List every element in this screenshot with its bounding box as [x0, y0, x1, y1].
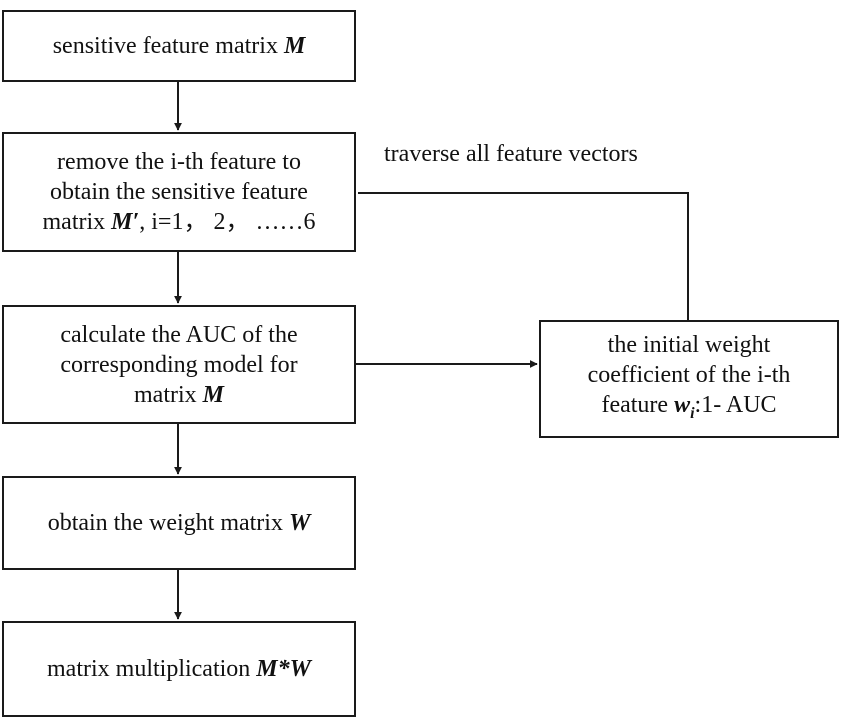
node-line-2: obtain the sensitive feature [50, 179, 308, 205]
node-line-3-suffix: :1- AUC [694, 391, 777, 418]
node-line-2: corresponding model for [60, 351, 298, 378]
node-text: sensitive feature matrix [52, 33, 284, 59]
node-variable: W [288, 510, 311, 536]
node-variable: w [674, 391, 691, 418]
node-variable: M [202, 381, 224, 408]
matrix-multiplication-box: matrix multiplication M*W [2, 621, 356, 717]
node-line-1: the initial weight [607, 331, 771, 358]
initial-weight-box: the initial weight coefficient of the i-… [539, 320, 839, 438]
weight-matrix-box: obtain the weight matrix W [2, 476, 356, 570]
node-line-1: calculate the AUC of the [60, 321, 298, 348]
node-line-3-suffix: , i=1， 2， ……6 [139, 209, 316, 235]
node-variable: M′ [111, 209, 140, 235]
loop-line-initial-weight-to-remove [358, 192, 689, 320]
node-variable: M [283, 33, 306, 59]
sensitive-feature-matrix-box: sensitive feature matrix M [2, 10, 356, 82]
node-line-1: remove the i-th feature to [57, 149, 301, 175]
node-line-2: coefficient of the i-th [587, 361, 791, 388]
node-text: obtain the weight matrix [47, 510, 289, 536]
node-line-3-prefix: matrix [134, 381, 203, 408]
loop-label: traverse all feature vectors [384, 141, 638, 167]
remove-feature-box: remove the i-th feature to obtain the se… [2, 132, 356, 252]
node-variable: M*W [256, 656, 311, 682]
node-line-3-prefix: feature [601, 391, 675, 418]
node-variable-subscript: i [690, 404, 695, 422]
calculate-auc-box: calculate the AUC of the corresponding m… [2, 305, 356, 424]
node-line-3-prefix: matrix [42, 209, 112, 235]
node-text: matrix multiplication [47, 656, 257, 682]
